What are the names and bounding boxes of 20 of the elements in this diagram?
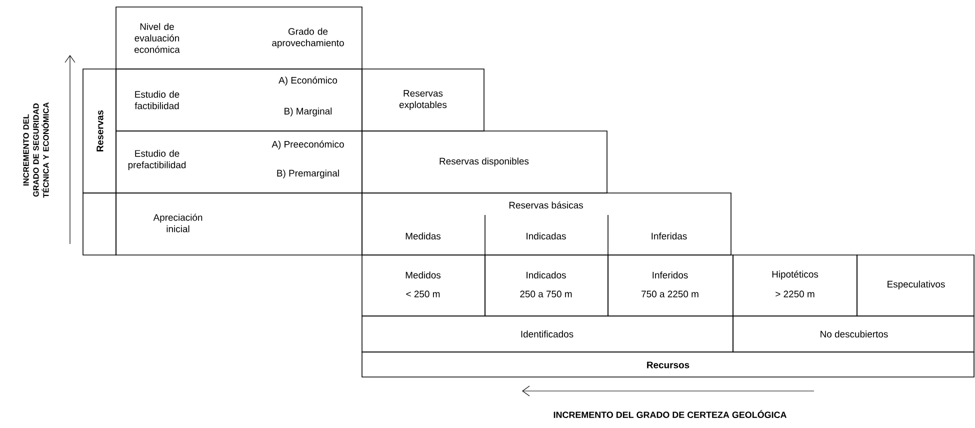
- empty-cell: [82, 192, 116, 256]
- table-cell: Reservas: [82, 68, 116, 194]
- table-cell: Estudio de prefactibilidad A) Preeconómico B) Premarginal: [116, 130, 362, 194]
- table-cell: Estudio de factibilidad A) Económico B) Marginal: [116, 68, 362, 132]
- table-cell: Nivel de evaluación económica Grado de aprovechamiento: [116, 6, 362, 70]
- table-cell: Medidos < 250 m: [362, 254, 486, 316]
- table-cell: Indicadas: [484, 214, 566, 256]
- table-cell: Reservas explotables: [362, 68, 484, 132]
- table-cell: Inferidas: [608, 214, 687, 256]
- table-cell: Recursos: [362, 352, 974, 378]
- table-cell: Medidas: [406, 232, 441, 240]
- table-cell: Hipotéticos > 2250 m: [732, 254, 858, 316]
- table-cell: Reservas disponibles: [362, 130, 608, 194]
- table-cell: No descubiertos: [732, 316, 974, 352]
- axis-label: INCREMENTO DEL GRADO DE CERTEZA GEOLÓGICA: [554, 410, 786, 418]
- table-cell: Especulativos: [856, 254, 974, 316]
- table-cell: Apreciación inicial: [116, 192, 362, 256]
- table-cell: Indicados 250 a 750 m: [484, 254, 608, 316]
- table-cell: Inferidos 750 a 2250 m: [608, 254, 734, 316]
- table-cell: Identificados: [362, 316, 734, 352]
